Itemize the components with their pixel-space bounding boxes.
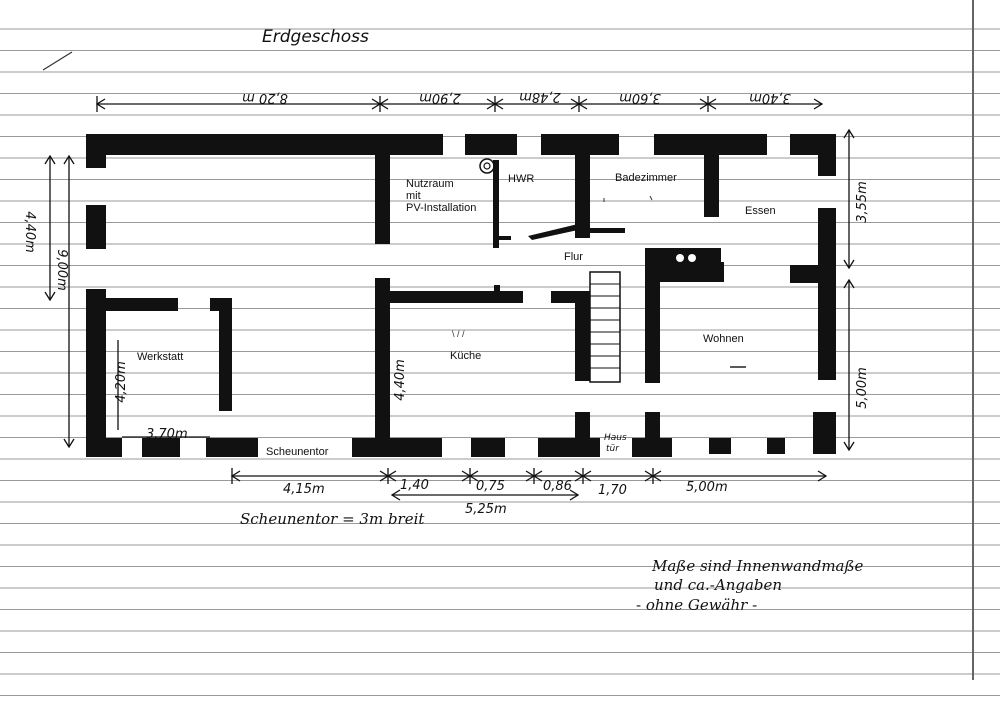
chimney-base [658,262,724,282]
door-swing-hwr [528,224,578,240]
room-label-wohnen: Wohnen [703,333,744,345]
pen-mark [42,51,73,71]
wall-right-2 [818,208,836,380]
wall-left-2 [86,205,106,249]
label-haustuer: Haus [604,433,627,443]
wall-right-1 [818,134,836,176]
dimension-lines [44,96,855,501]
note-disclaimer-3: - ohne Gewähr - [636,596,757,614]
paper-margin-line [972,0,974,680]
room-label-hwr: HWR [508,173,534,185]
chimney-flue-2 [688,254,696,262]
note-disclaimer-2: und ca.-Angaben [654,576,782,594]
dim-top-1: 8,20 m [242,90,288,105]
wall-bottom-9 [767,438,785,454]
wall-bottom-1 [86,438,122,457]
dim-top-4: 3,60m [619,90,661,105]
wall-bottom-5 [471,438,505,457]
boiler-icon [479,158,495,174]
room-label-flur: Flur [564,251,583,263]
wall-essen [704,134,719,217]
staircase [589,271,621,383]
wall-flur-low [575,412,590,457]
room-label-essen: Essen [745,205,776,217]
dim-top-3: 2,48m [519,89,561,104]
room-label-nutzraum-2: mit [406,190,421,202]
dim-bottom-3: 0,75 [476,479,505,494]
wall-right-3 [813,412,836,454]
dim-bottom-6: 5,00m [686,480,728,495]
wall-wohnen-left [645,248,660,383]
dim-bottom-1: 4,15m [283,482,325,497]
room-label-kueche: Küche [450,350,481,362]
dim-right-upper: 3,55m [855,181,870,223]
room-label-nutzraum: Nutzraum [406,178,454,190]
wall-hwr-stub [499,236,511,240]
dim-right-lower: 5,00m [855,367,870,409]
wall-kueche-top [390,291,523,303]
dim-left-outer: 9,00m [54,249,69,291]
dim-bottom-5: 1,70 [598,483,627,498]
wall-kueche-left [375,278,390,457]
wall-wohnen-left-low [645,412,660,457]
wall-stub [494,285,500,295]
wall-bad-bottom [589,228,625,233]
wall-kueche-top-2 [551,291,581,303]
label-haustuer-2: tür [606,444,620,454]
walls [86,134,836,457]
label-scheunentor: Scheunentor [266,446,329,458]
dim-werkstatt-height: 4,20m [114,361,129,403]
note-disclaimer-1: Maße sind Innenwandmaße [651,557,864,575]
room-label-badezimmer: Badezimmer [615,172,677,184]
wall-bottom-8 [709,438,731,454]
wall-bottom-2 [142,438,180,457]
dim-bottom-4: 0,86 [543,479,572,494]
svg-text:\ / /: \ / / [452,329,465,339]
wall-werkstatt-top [106,298,178,311]
wall-flur [575,291,590,381]
wall-bottom-6 [538,438,600,457]
dim-bottom-total: 5,25m [465,502,507,517]
plan-title: Erdgeschoss [262,27,369,47]
room-label-werkstatt: Werkstatt [137,351,183,363]
wall-hwr [493,160,499,248]
chimney-flue-1 [676,254,684,262]
wall-left-1 [86,134,106,168]
dim-top-5: 3,40m [749,90,791,105]
dim-left-inner: 4,40m [22,211,37,253]
note-scheunentor: Scheunentor = 3m breit [240,510,425,528]
wall-bottom-3 [206,438,258,457]
room-label-nutzraum-3: PV-Installation [406,202,476,214]
wall-right-stub [790,265,830,283]
dim-kueche-height: 4,40m [393,359,408,401]
dim-top-2: 2,90m [419,90,461,105]
wall-nutzraum [375,134,390,244]
wall-bottom-4 [352,438,442,457]
dim-werkstatt-width: 3,70m [146,427,188,442]
wall-top-1 [86,134,443,155]
dim-bottom-2: 1,40 [400,478,429,493]
wall-werkstatt-right [219,298,232,411]
wall-bad-left [575,134,590,238]
wall-left-3 [86,289,106,457]
wall-top-2 [465,134,517,155]
